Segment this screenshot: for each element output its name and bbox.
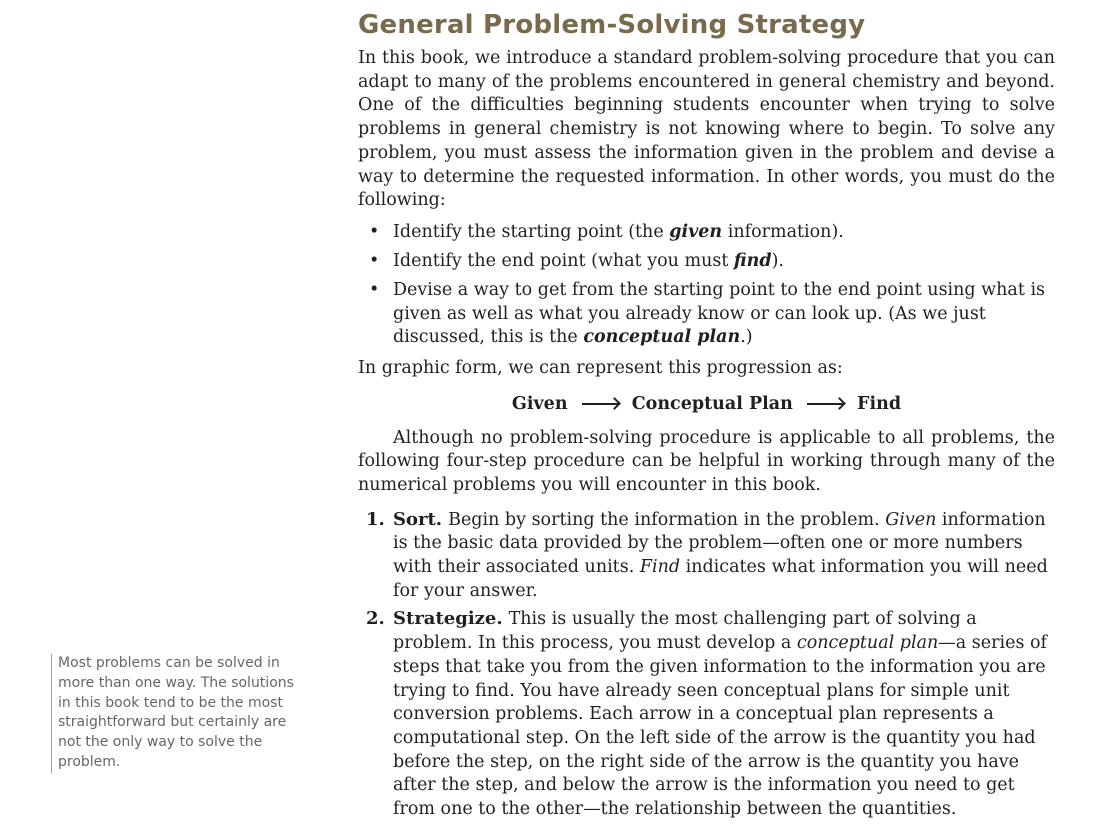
intro-paragraph: In this book, we introduce a standard pr…	[358, 48, 1055, 211]
step-sort: 1. Sort.Begin by sorting the information…	[358, 508, 1055, 604]
bullet-text: ).	[771, 251, 784, 272]
bullet-item-plan: • Devise a way to get from the starting …	[358, 279, 1055, 350]
right-arrow-icon	[806, 403, 843, 406]
term-conceptual-plan: conceptual plan	[583, 327, 741, 348]
bullet-text: Identify the starting point (the	[393, 221, 670, 242]
step-title: Strategize.	[393, 608, 503, 630]
flow-given: Given	[511, 393, 568, 414]
step-strategize: 2. Strategize.This is usually the most c…	[358, 607, 1055, 821]
section-heading: General Problem-Solving Strategy	[358, 10, 866, 40]
bullet-item-given: • Identify the starting point (the given…	[358, 221, 1055, 245]
bullet-list: • Identify the starting point (the given…	[358, 221, 1055, 350]
bullet-text: Identify the end point (what you must	[393, 251, 734, 272]
step-number: 1.	[366, 508, 385, 530]
step-text: Begin by sorting the information in the …	[448, 509, 886, 530]
step-title: Sort.	[393, 508, 443, 530]
term-given: given	[669, 221, 723, 242]
bullet-marker: •	[369, 251, 380, 272]
step-text: indicates what information you will need…	[393, 557, 1048, 601]
flow-find: Find	[857, 393, 902, 414]
flow-conceptual-plan: Conceptual Plan	[631, 393, 793, 414]
term-given: Given	[885, 509, 937, 530]
progression-diagram: Given Conceptual Plan Find	[358, 392, 1055, 417]
step-text: information is the basic data provided b…	[393, 509, 1046, 578]
step-text: This is usually the most challenging par…	[393, 609, 977, 654]
right-arrow-icon	[581, 403, 618, 406]
step-text: —a series of steps that take you from th…	[393, 633, 1048, 820]
main-column: General Problem-Solving Strategy In this…	[358, 0, 1055, 826]
step-list: 1. Sort.Begin by sorting the information…	[358, 508, 1055, 822]
procedure-paragraph: Although no problem-solving procedure is…	[358, 427, 1055, 495]
bullet-marker: •	[369, 280, 380, 301]
term-conceptual-plan: conceptual plan	[796, 633, 939, 654]
term-find: Find	[639, 557, 681, 578]
step-number: 2.	[366, 608, 385, 630]
bullet-item-find: • Identify the end point (what you must …	[358, 250, 1055, 274]
bullet-text: information).	[722, 221, 844, 242]
bullet-text: .)	[740, 327, 753, 348]
margin-note: Most problems can be solved in more than…	[51, 654, 310, 773]
bullet-marker: •	[369, 221, 380, 242]
graphic-intro: In graphic form, we can represent this p…	[358, 357, 843, 378]
term-find: find	[733, 251, 772, 272]
bullet-text: Devise a way to get from the starting po…	[393, 280, 1046, 348]
